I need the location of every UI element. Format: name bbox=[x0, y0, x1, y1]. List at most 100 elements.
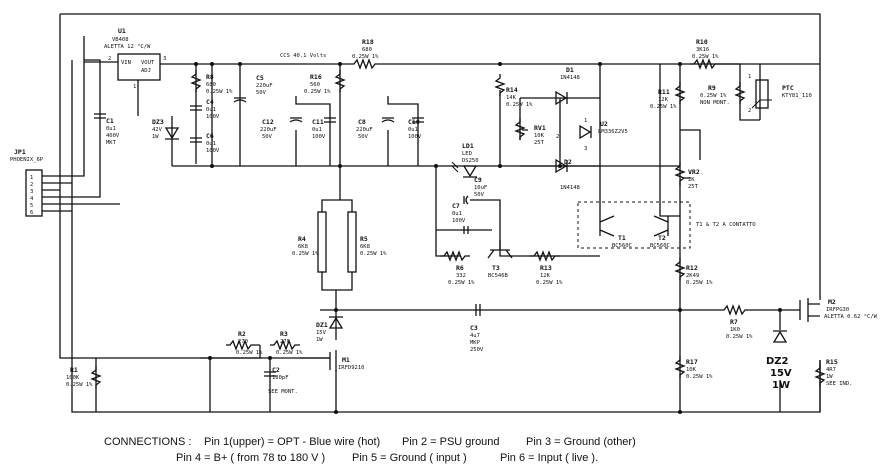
r4-resistor: R4 6K8 0.25W 1% bbox=[292, 211, 327, 273]
svg-text:1K0: 1K0 bbox=[730, 327, 740, 333]
svg-text:3K16: 3K16 bbox=[696, 47, 709, 53]
c12-capacitor: C12 220uF 50V bbox=[260, 117, 303, 140]
c3-capacitor: C3 4u7 MKP 250V bbox=[470, 304, 484, 353]
t1-t2-thermal-pair: T1 & T2 A CONTATTO T1 BC560C T2 BC560C bbox=[577, 201, 756, 249]
svg-text:12K: 12K bbox=[658, 97, 669, 103]
svg-text:VIN: VIN bbox=[121, 60, 131, 66]
svg-text:0.25W 1%: 0.25W 1% bbox=[700, 93, 727, 99]
svg-text:0.25W 1%: 0.25W 1% bbox=[66, 382, 93, 388]
svg-text:C11: C11 bbox=[312, 118, 324, 126]
svg-text:JP1: JP1 bbox=[14, 148, 26, 156]
svg-text:R7: R7 bbox=[730, 318, 738, 326]
svg-text:T1 & T2 A CONTATTO: T1 & T2 A CONTATTO bbox=[696, 222, 756, 228]
svg-text:LM336Z2V5: LM336Z2V5 bbox=[598, 129, 628, 135]
svg-text:PTC: PTC bbox=[782, 84, 794, 92]
svg-text:332: 332 bbox=[456, 273, 466, 279]
u1-regulator: U1 VB408 ALETTA 12 °C/W VIN VOUT ADJ 2 3… bbox=[104, 27, 166, 90]
svg-text:DZ1: DZ1 bbox=[316, 321, 328, 329]
r5-resistor: R5 6K8 0.25W 1% bbox=[347, 211, 387, 273]
svg-text:VB408: VB408 bbox=[112, 37, 129, 43]
connection-pin6: Pin 6 = Input ( live ). bbox=[500, 452, 599, 464]
svg-text:0.25W 1%: 0.25W 1% bbox=[650, 104, 677, 110]
connection-pin3: Pin 3 = Ground (other) bbox=[526, 436, 636, 448]
svg-text:2: 2 bbox=[748, 108, 751, 114]
svg-text:270: 270 bbox=[280, 339, 290, 345]
ccs-note: CCS 40.1 Volts bbox=[280, 53, 326, 59]
c2-capacitor: C2 180pF SEE MONT. bbox=[264, 366, 298, 395]
d1-diode: D1 1N4148 bbox=[555, 66, 580, 106]
svg-text:U1: U1 bbox=[118, 27, 126, 35]
svg-text:50V: 50V bbox=[262, 134, 273, 140]
svg-text:0.25W 1%: 0.25W 1% bbox=[692, 54, 719, 60]
svg-text:R14: R14 bbox=[506, 86, 518, 94]
svg-text:0.25W 1%: 0.25W 1% bbox=[236, 350, 263, 356]
svg-text:220uF: 220uF bbox=[356, 127, 373, 133]
svg-text:0u1: 0u1 bbox=[106, 126, 116, 132]
svg-text:C3: C3 bbox=[470, 324, 478, 332]
svg-text:10uF: 10uF bbox=[474, 185, 487, 191]
svg-text:4R7: 4R7 bbox=[826, 367, 836, 373]
svg-text:R10: R10 bbox=[696, 38, 708, 46]
svg-text:R18: R18 bbox=[362, 38, 374, 46]
svg-text:250V: 250V bbox=[470, 347, 484, 353]
c11-capacitor: C11 0u1 100V bbox=[312, 117, 336, 140]
svg-text:SEE IND.: SEE IND. bbox=[826, 381, 853, 387]
r9-resistor: R9 0.25W 1% NON MONT. bbox=[700, 82, 746, 106]
svg-text:100K: 100K bbox=[66, 375, 80, 381]
svg-text:R12: R12 bbox=[686, 264, 698, 272]
svg-text:1N4148: 1N4148 bbox=[560, 185, 580, 191]
m1-mosfet: M1 IRFD9210 bbox=[329, 350, 365, 372]
svg-text:C6: C6 bbox=[206, 132, 214, 140]
svg-text:RV1: RV1 bbox=[534, 124, 546, 132]
svg-text:50V: 50V bbox=[358, 134, 369, 140]
svg-text:ALETTA 0.62 °C/W: ALETTA 0.62 °C/W bbox=[824, 314, 878, 320]
r12-resistor: R12 2K49 0.25W 1% bbox=[674, 258, 713, 286]
c5-capacitor: C5 220uF 50V bbox=[233, 74, 273, 103]
ptc-sensor: PTC KTY81_110 1 2 bbox=[748, 74, 812, 114]
svg-text:2K49: 2K49 bbox=[686, 273, 699, 279]
svg-text:50V: 50V bbox=[474, 192, 485, 198]
svg-text:1N4148: 1N4148 bbox=[560, 75, 580, 81]
svg-text:180pF: 180pF bbox=[272, 375, 289, 381]
svg-text:DS250: DS250 bbox=[462, 158, 479, 164]
svg-text:0.25W 1%: 0.25W 1% bbox=[276, 350, 303, 356]
jp1-connector: JP1 PHOENIX_6P 1 2 3 4 5 6 bbox=[10, 148, 44, 217]
t3-transistor: T3 BC546B bbox=[487, 240, 513, 279]
m2-mosfet: M2 IRFPG30 ALETTA 0.62 °C/W bbox=[799, 298, 878, 322]
c8-capacitor: C8 220uF 50V bbox=[356, 117, 395, 140]
svg-text:0u1: 0u1 bbox=[452, 211, 462, 217]
svg-text:1W: 1W bbox=[826, 374, 833, 380]
svg-text:2: 2 bbox=[30, 182, 33, 188]
svg-text:100V: 100V bbox=[452, 218, 466, 224]
svg-text:0.25W 1%: 0.25W 1% bbox=[360, 251, 387, 257]
svg-text:VR2: VR2 bbox=[688, 168, 700, 176]
svg-text:R4: R4 bbox=[298, 235, 306, 243]
svg-text:680: 680 bbox=[362, 47, 372, 53]
r2-resistor: R2 270 0.25W 1% bbox=[226, 330, 263, 356]
svg-text:0.25W 1%: 0.25W 1% bbox=[292, 251, 319, 257]
svg-text:0.25W 1%: 0.25W 1% bbox=[304, 89, 331, 95]
svg-text:14K: 14K bbox=[506, 95, 517, 101]
svg-text:C9: C9 bbox=[474, 176, 482, 184]
svg-text:2: 2 bbox=[556, 134, 559, 140]
svg-text:2: 2 bbox=[108, 56, 111, 62]
svg-text:T1: T1 bbox=[618, 234, 626, 242]
svg-text:4: 4 bbox=[30, 196, 34, 202]
svg-text:DZ3: DZ3 bbox=[152, 118, 164, 126]
dz1-zener: DZ1 15V 1W bbox=[316, 316, 344, 343]
svg-text:R16: R16 bbox=[310, 73, 322, 81]
r8-resistor: R8 680 0.25W 1% bbox=[190, 70, 233, 95]
svg-text:LD1: LD1 bbox=[462, 142, 474, 150]
svg-text:1W: 1W bbox=[772, 380, 790, 391]
svg-text:C12: C12 bbox=[262, 118, 274, 126]
svg-text:0.25W 1%: 0.25W 1% bbox=[506, 102, 533, 108]
connection-pin2: Pin 2 = PSU ground bbox=[402, 436, 500, 448]
svg-text:220uF: 220uF bbox=[256, 83, 273, 89]
svg-text:0.25W 1%: 0.25W 1% bbox=[726, 334, 753, 340]
svg-text:U2: U2 bbox=[600, 120, 608, 128]
svg-text:1W: 1W bbox=[316, 337, 323, 343]
r15-resistor: R15 4R7 1W SEE IND. bbox=[814, 358, 853, 387]
d2-diode: D2 1N4148 bbox=[555, 158, 580, 191]
svg-text:C10: C10 bbox=[408, 118, 420, 126]
svg-text:100V: 100V bbox=[408, 134, 422, 140]
